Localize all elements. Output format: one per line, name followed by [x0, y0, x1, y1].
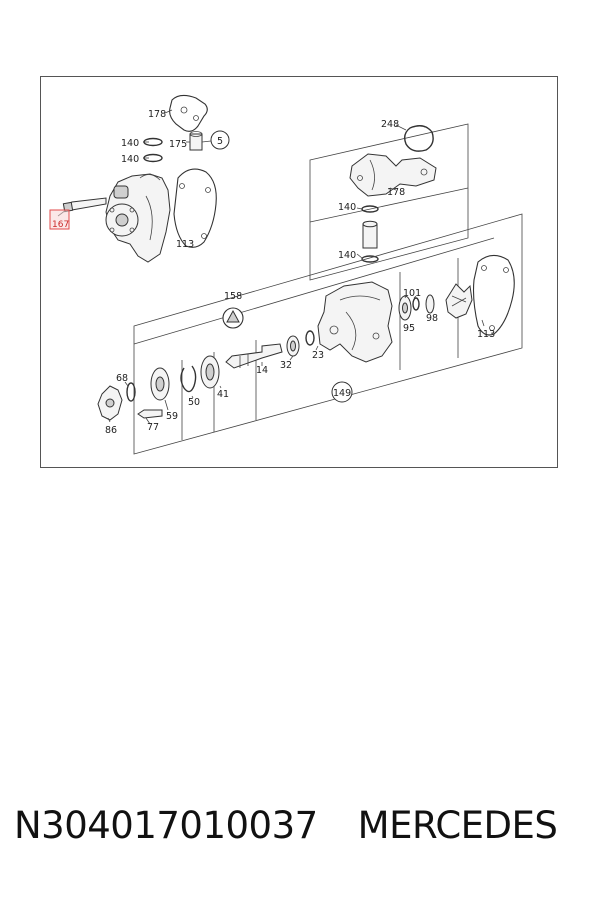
o-ring-140d [361, 255, 379, 263]
label-95[interactable]: 95 [403, 323, 415, 334]
label-14[interactable]: 14 [256, 365, 268, 376]
label-140c[interactable]: 140 [338, 202, 356, 213]
bolt-77 [137, 409, 163, 419]
brand-name: MERCEDES [357, 804, 558, 847]
gasket-248 [403, 125, 434, 152]
label-178a[interactable]: 178 [148, 109, 166, 120]
label-77[interactable]: 77 [147, 422, 159, 433]
label-149[interactable]: 149 [333, 388, 351, 399]
label-101[interactable]: 101 [403, 288, 421, 299]
washer-68 [126, 382, 136, 402]
label-248[interactable]: 248 [381, 119, 399, 130]
diagram-frame [40, 76, 558, 468]
gasket-113b [472, 254, 515, 336]
label-68[interactable]: 68 [116, 373, 128, 384]
label-59[interactable]: 59 [166, 411, 178, 422]
gasket-113a [173, 168, 217, 248]
label-50[interactable]: 50 [188, 397, 200, 408]
label-175[interactable]: 175 [169, 139, 187, 150]
impeller [445, 283, 473, 319]
label-23[interactable]: 23 [312, 350, 324, 361]
assembled-pump-group [57, 94, 230, 263]
label-113a[interactable]: 113 [176, 239, 194, 250]
label-140d[interactable]: 140 [338, 250, 356, 261]
housing-main [317, 281, 393, 363]
upper-right-box [309, 123, 469, 281]
label-140a[interactable]: 140 [121, 138, 139, 149]
ring-101 [412, 297, 420, 311]
label-98[interactable]: 98 [426, 313, 438, 324]
label-86[interactable]: 86 [105, 425, 117, 436]
gasket-178-top [169, 94, 208, 132]
label-41[interactable]: 41 [217, 389, 229, 400]
label-140b[interactable]: 140 [121, 154, 139, 165]
label-32[interactable]: 32 [280, 360, 292, 371]
part-number: N304017010037 [14, 804, 318, 847]
label-167[interactable]: 167 [52, 220, 69, 230]
label-178b[interactable]: 178 [387, 187, 405, 198]
cover-178 [349, 153, 437, 197]
part-caption: N304017010037 MERCEDES [14, 804, 594, 864]
ring-23 [305, 330, 315, 346]
sleeve-175 [189, 133, 203, 151]
shaft-14 [225, 343, 283, 369]
lower-exploded-box [97, 213, 523, 455]
callout-5 [210, 130, 230, 150]
label-5[interactable]: 5 [217, 136, 223, 147]
part-labels: 178 140 140 175 5 167 113 248 178 140 14… [52, 109, 495, 436]
selected-part-highlight[interactable] [49, 209, 70, 230]
label-113b[interactable]: 113 [477, 329, 495, 340]
sleeve-upper-right [362, 223, 378, 249]
circlip-50 [180, 365, 197, 393]
seal-98 [425, 294, 435, 314]
label-158[interactable]: 158 [224, 291, 242, 302]
callout-149 [331, 381, 353, 403]
